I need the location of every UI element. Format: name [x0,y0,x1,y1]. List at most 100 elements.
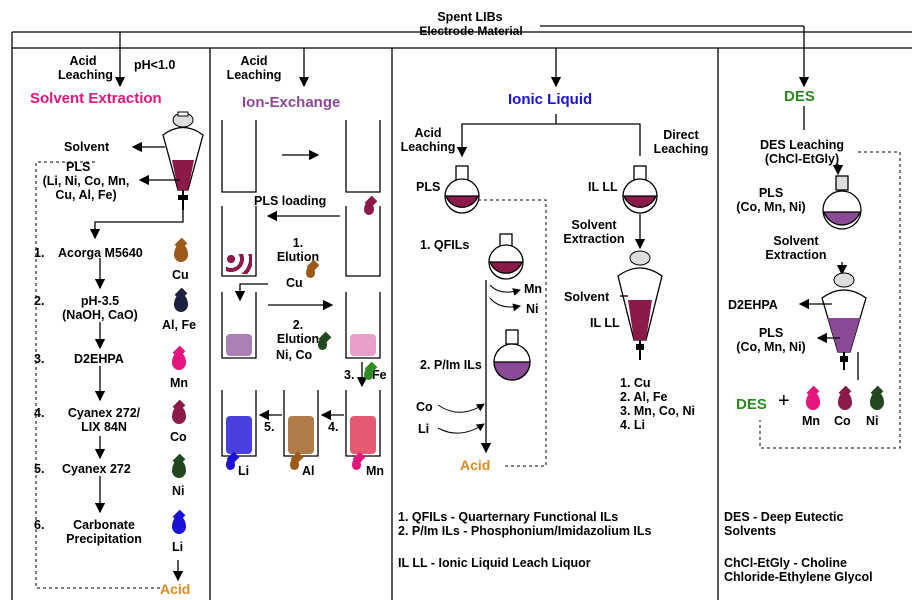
li-bead-icon [226,458,235,470]
col1-step2-label: pH-3.5 (NaOH, CaO) [62,294,138,322]
column-fill-red [350,416,376,454]
col1-step1-label: Acorga M5640 [58,246,143,260]
col4-metal-mn: Mn [802,414,821,428]
col3-note3: IL LL - Ionic Liquid Leach Liquor [398,556,591,570]
separatory-funnel-1 [162,111,204,210]
column-fill-wine [226,254,252,274]
col4-solvent-extraction: Solvent Extraction [765,234,827,262]
mn-drop-icon [172,352,186,370]
mn-bead-icon [352,458,361,470]
col2-pls-loading: PLS loading [254,194,327,208]
column-fill-pink [350,334,376,356]
col1-acid-leaching: Acid Leaching [58,54,113,82]
col1-step2-metal: Al, Fe [162,318,197,332]
col2-ni-co: Ni, Co [276,348,313,362]
cu-drop-icon [174,244,188,262]
col3-qfils: 1. QFILs [420,238,470,252]
flask-il-ll [622,165,658,214]
col4-pls2: PLS (Co, Mn, Ni) [736,326,806,354]
col3-note1: 1. QFILs - Quarternary Functional ILs [398,510,619,524]
column-fill-purple [226,334,252,356]
col3-il-ll: IL LL [588,180,618,194]
col2-step4: 4. [328,420,339,434]
col4-note1: DES - Deep Eutectic Solvents [724,510,844,538]
col2-cu: Cu [286,276,303,290]
col2-elution2: 2. Elution [276,318,320,346]
separatory-funnel-3 [617,250,663,360]
col4-plus: + [778,390,790,412]
col1-solvent: Solvent [64,140,110,154]
header-subtitle: Electrode Material [419,24,523,38]
col2-acid-leaching: Acid Leaching [226,54,282,82]
col1-step6-metal: Li [172,540,184,554]
col4-leaching: DES Leaching (ChCl-EtGly) [759,138,845,166]
al-bead-icon [290,458,299,470]
col2-fe: Fe [372,368,387,382]
col1-step6-label: Carbonate Precipitation [66,518,142,546]
col4-d2ehpa: D2EHPA [728,298,778,312]
col3-il-ll2: IL LL [590,316,620,330]
col2-elution1: 1. Elution [276,236,320,264]
mn-drop-icon [806,392,820,410]
flask-pim [493,329,531,381]
col1-pls: PLS [66,160,91,174]
col1-step3-num: 3. [34,352,45,366]
ni-drop-icon [172,460,186,478]
col3-results: 1. Cu 2. Al, Fe 3. Mn, Co, Ni 4. Li [620,376,695,432]
ni-drop-icon [870,392,884,410]
col1-step5-num: 5. [34,462,45,476]
col1-step1-metal: Cu [172,268,189,282]
col2-step3: 3. [344,368,355,382]
col1-step3-metal: Mn [170,376,189,390]
separatory-funnel-4 [821,272,867,370]
col1-step5-metal: Ni [172,484,185,498]
col1-step5-label: Cyanex 272 [62,462,131,476]
flask-des [822,175,862,230]
col3-solvent: Solvent [564,290,610,304]
col4-pls: PLS (Co, Mn, Ni) [736,186,806,214]
col3-ni: Ni [526,302,539,316]
col1-step4-num: 4. [34,406,45,420]
col4-metal-co: Co [834,414,851,428]
col1-step6-num: 6. [34,518,45,532]
col1-step3-label: D2EHPA [74,352,124,366]
col3-solvent-extraction: Solvent Extraction [563,218,625,246]
col3-mn: Mn [524,282,543,296]
col2-mn: Mn [366,464,385,478]
cu-bead-icon [306,266,315,278]
col3-pim: 2. P/Im ILs [420,358,482,372]
col1-ph: pH<1.0 [134,58,176,72]
al-fe-drop-icon [174,294,188,312]
header-title: Spent LIBs [437,10,503,24]
col1-step4-metal: Co [170,430,187,444]
col4-note2: ChCl-EtGly - Choline Chloride-Ethylene G… [724,556,873,584]
col3-acid-leaching: Acid Leaching [400,126,456,154]
col3-title: Ionic Liquid [508,91,593,108]
col3-acid: Acid [460,457,491,473]
bead-wine-icon [364,202,374,215]
column-fill-blue [226,416,252,454]
fe-bead-icon [364,368,373,380]
column-fill-brown [288,416,314,454]
col1-step4-label: Cyanex 272/ LIX 84N [67,406,141,434]
col2-al: Al [302,464,315,478]
col1-pls-metals: (Li, Ni, Co, Mn, Cu, Al, Fe) [42,174,130,202]
col3-note2: 2. P/Im ILs - Phosphonium/Imidazolium IL… [398,524,652,538]
col3-pls: PLS [416,180,441,194]
col4-des: DES [736,396,767,413]
col3-li: Li [418,422,430,436]
col2-li: Li [238,464,250,478]
flask-pls [444,165,480,214]
col1-step2-num: 2. [34,294,45,308]
col1-title: Solvent Extraction [30,90,162,107]
col3-co: Co [416,400,433,414]
col2-title: Ion-Exchange [242,94,341,111]
col1-step1-num: 1. [34,246,45,260]
col4-metal-ni: Ni [866,414,879,428]
ni-co-bead-icon [318,338,327,350]
flask-qfils [488,233,524,280]
col4-title: DES [784,88,815,105]
co-drop-icon [838,392,852,410]
li-drop-icon [172,516,186,534]
